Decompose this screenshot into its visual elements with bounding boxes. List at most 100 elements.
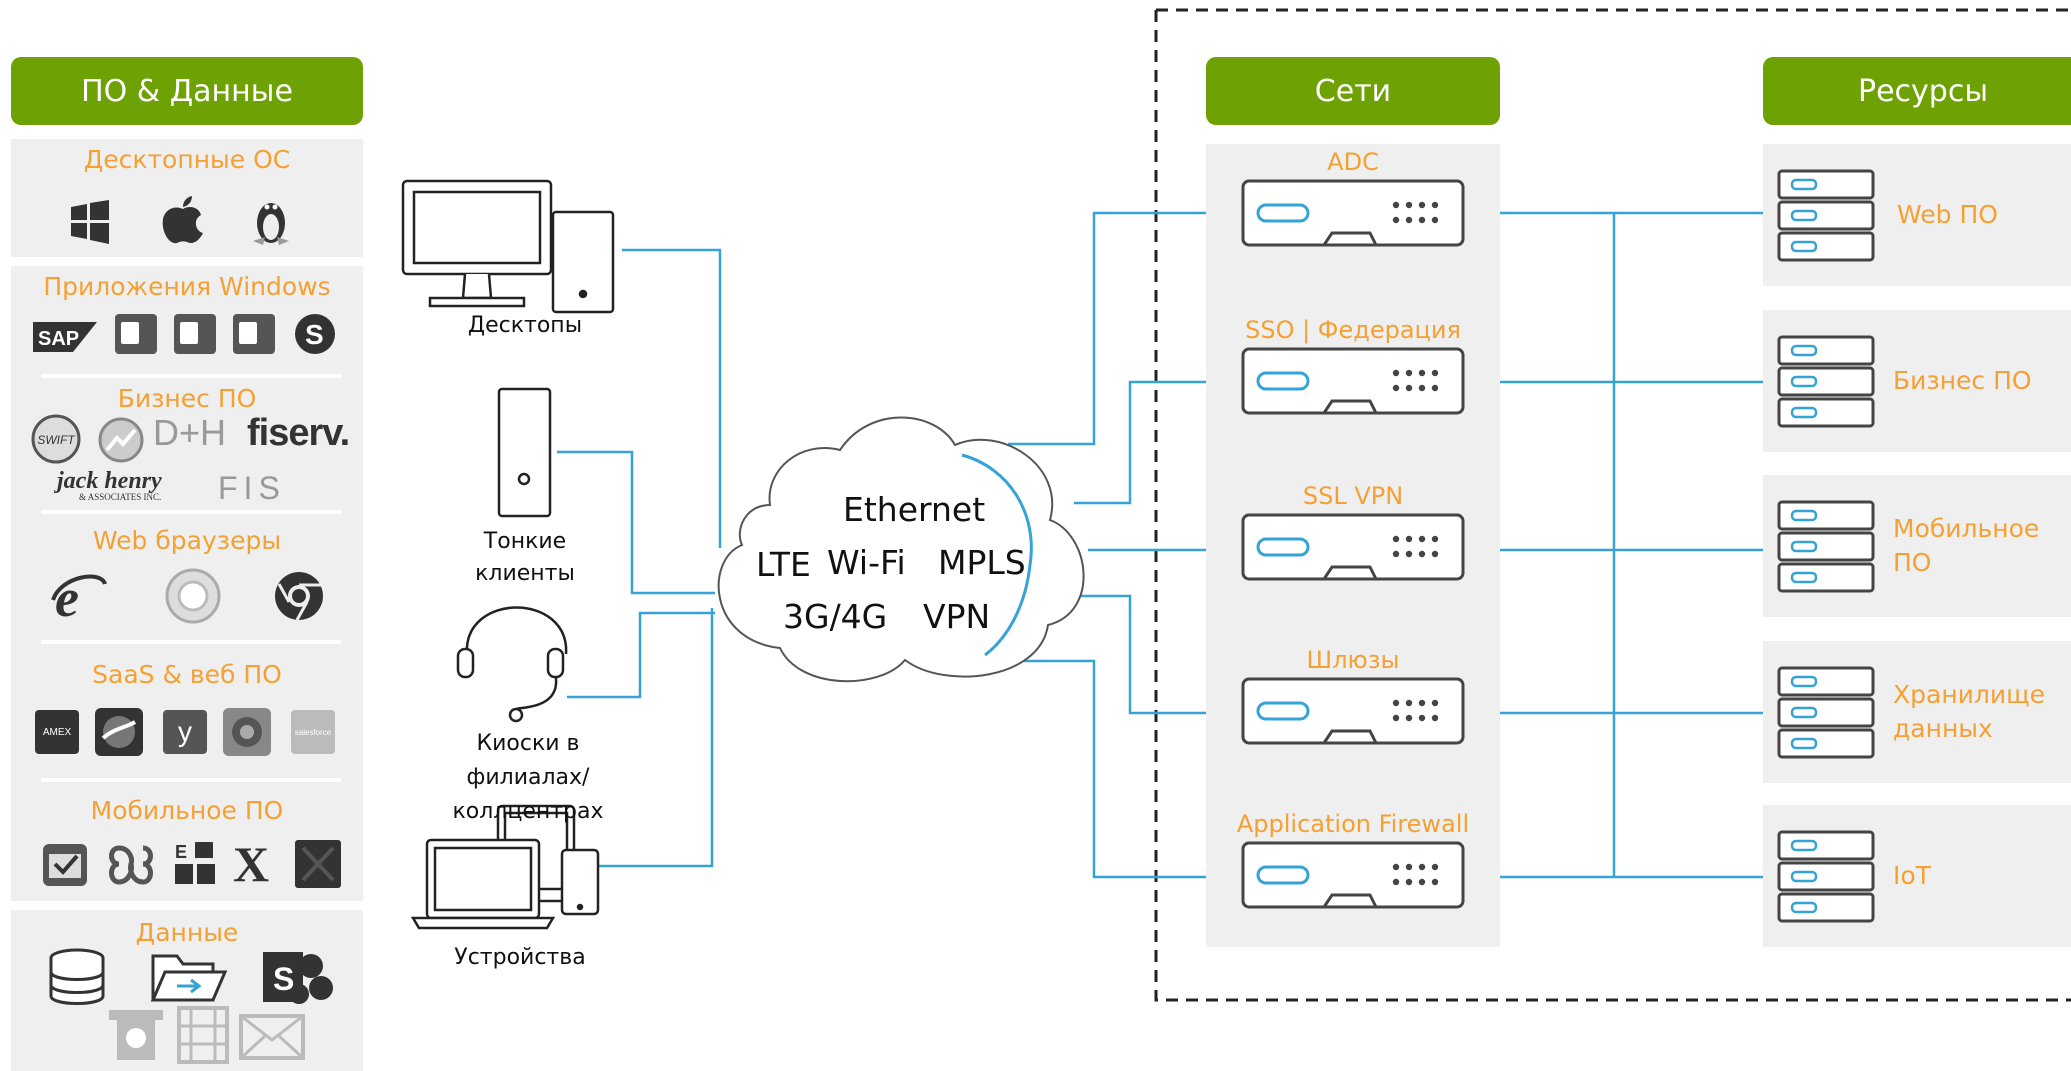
expense-icon: E [175,842,215,884]
devices-icon [410,804,600,930]
section-title: Приложения Windows [43,272,331,301]
section-data: Данные S [11,910,363,1071]
server-stack-icon [1777,169,1875,262]
chrome-icon [275,572,323,621]
section-title: SaaS & веб ПО [92,660,282,689]
thin-client-icon [497,387,552,518]
section-title: Бизнес ПО [117,384,257,413]
section-apps-group: Приложения Windows SAP S Бизнес ПО SWIFT… [11,266,363,901]
svg-text:E: E [175,842,187,862]
svg-text:e: e [55,570,79,622]
link-devices [598,608,714,868]
cloud-mpls: MPLS [938,543,1026,582]
link-thin-clients [557,450,715,595]
link-firewall [1024,659,1242,879]
networks-header: Сети [1206,57,1500,125]
word-icon [174,314,216,354]
atm-icon [109,1010,163,1060]
svg-text:S: S [305,319,324,350]
cloud-lte: LTE [756,545,811,584]
x-icon: X [233,836,270,892]
resources-header: Ресурсы [1763,57,2071,125]
fis-logo: FIS [218,470,286,506]
section-title: Данные [135,918,239,947]
resource-label: IoT [1893,861,1931,890]
linux-icon [253,203,289,245]
network-device-label: SSO | Федерация [1245,316,1461,344]
dh-logo: D+H [153,412,227,453]
cloud-ethernet: Ethernet [843,490,986,529]
salesforce-icon: salesforce [291,710,335,754]
resource-connectors [1466,211,1780,879]
fiserv-logo: fiserv. [247,412,350,454]
mail-check-icon [43,844,87,886]
headset-icon [456,606,568,723]
thin-clients-label: Тонкие клиенты [475,529,575,586]
network-device-label: Шлюзы [1306,646,1400,674]
devices-label: Устройства [454,945,586,970]
network-appliance-icon [1241,677,1465,745]
apple-icon [162,196,203,244]
section-title: Десктопные ОС [83,145,291,174]
kiosks-label: Киоски в филиалах/коллцентрах [452,731,604,824]
sap-logo: SAP [33,322,97,352]
desktop-icon [401,179,615,314]
chart-logo [98,417,144,463]
outlook-icon [115,314,157,354]
software-data-header: ПО & Данные [11,57,363,125]
server-stack-icon [1777,500,1875,593]
link-kiosks [567,611,715,699]
skype-icon: S [295,314,335,354]
cloud-3g4g: 3G/4G [783,597,888,636]
link-sso [1074,380,1242,505]
ie-icon: e [51,570,107,622]
section-title: Web браузеры [92,526,282,555]
server-stack-icon [1777,666,1875,759]
swift-logo: SWIFT [31,414,81,464]
amex-icon: AMEX [35,710,79,754]
resource-label: Хранилище данных [1893,680,2046,743]
app-icon [223,708,271,756]
mail-icon [239,1014,305,1060]
google-earth-icon [95,708,143,756]
svg-text:SWIFT: SWIFT [37,433,76,447]
network-appliance-icon [1241,513,1465,581]
network-connectors [1008,211,1242,879]
server-stack-icon [1777,335,1875,428]
sharepoint-icon: S [263,952,333,1004]
powerpoint-icon [233,314,275,354]
section-title: Мобильное ПО [90,796,284,825]
link-adc [1008,211,1242,446]
resource-label: Бизнес ПО [1893,366,2032,395]
database-icon [49,948,105,1005]
yammer-icon: y [163,710,207,754]
network-appliance-icon [1241,179,1465,247]
network-device-label: Application Firewall [1236,810,1470,838]
windows-icon [71,200,109,244]
cloud-vpn: VPN [923,597,991,636]
desktops-label: Десктопы [467,313,583,338]
film-icon [177,1006,229,1064]
network-cloud [717,416,1085,683]
client-connectors [557,248,722,868]
cloud-wifi: Wi-Fi [827,543,906,582]
jack-henry-logo: jack henry & ASSOCIATES INC. [57,468,162,502]
network-device-label: ADC [1327,148,1379,176]
link-desktops [622,248,722,548]
network-device-label: SSL VPN [1302,482,1404,510]
svg-text:SAP: SAP [38,328,79,350]
folder-icon [150,954,228,1002]
dark-app-icon [295,840,341,888]
link-gateways [1064,594,1242,715]
svg-text:S: S [273,961,294,997]
knot-icon [109,845,153,885]
firefox-icon [165,568,221,624]
section-desktop-os: Десктопные ОС [11,139,363,257]
resource-label: Web ПО [1897,200,1998,229]
network-appliance-icon [1241,347,1465,415]
server-stack-icon [1777,830,1875,923]
network-appliance-icon [1241,841,1465,909]
secure-zone-boundary [1154,8,2071,1002]
resource-label: Мобильное ПО [1893,514,2040,577]
